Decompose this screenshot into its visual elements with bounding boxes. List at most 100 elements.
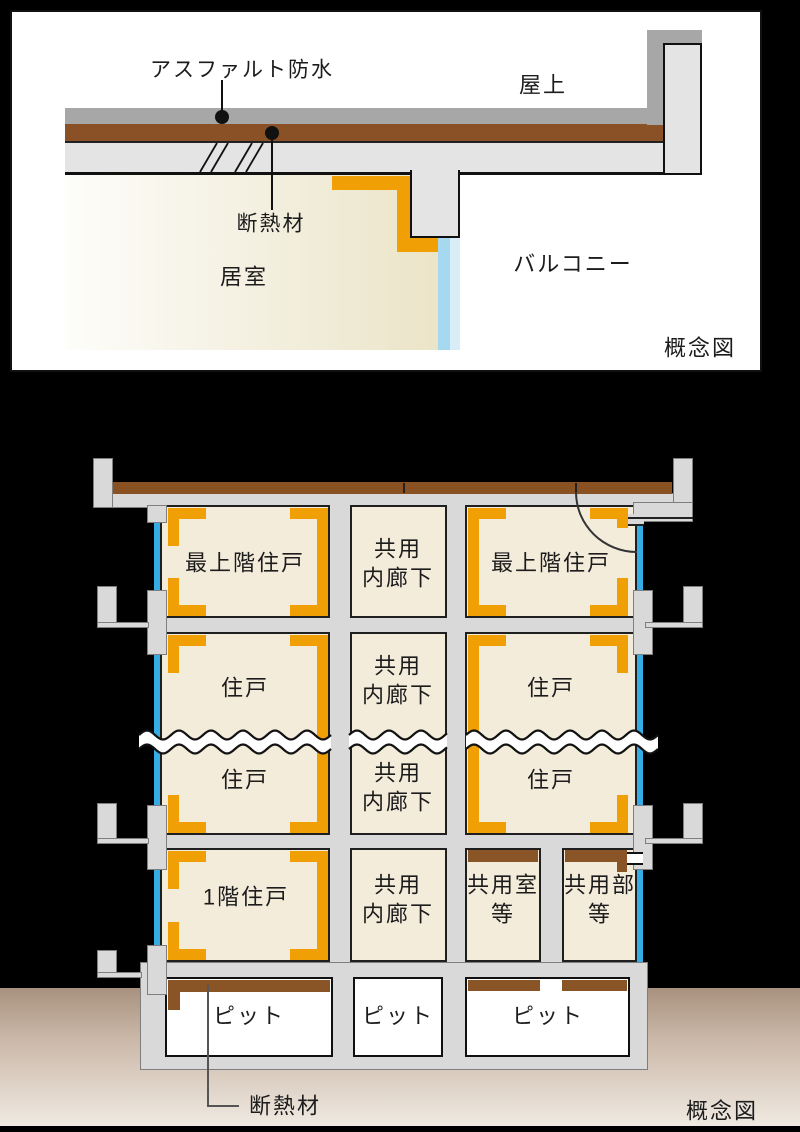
commonarea-ceiling-insulation: [565, 850, 627, 862]
commonarea-ceiling-step: [617, 860, 627, 872]
label-room-low-left: 住戸: [220, 767, 270, 793]
caption-top: 概念図: [663, 335, 737, 361]
balcony-slab-left-3: [97, 838, 149, 844]
insulation-orange: [290, 851, 328, 862]
insulation-orange: [468, 508, 506, 519]
label-pit-3: ピット: [511, 1003, 585, 1029]
label-corridor-mid-line1: 共用: [373, 653, 423, 679]
roof-surface-layer: [65, 108, 663, 125]
insulation-orange: [317, 851, 328, 960]
wall-insulation-bottom: [397, 238, 438, 252]
living-room-gradient: [65, 175, 438, 350]
label-corridor-top-line1: 共用: [373, 536, 423, 562]
insulation-orange: [468, 635, 506, 646]
label-common-room: 共用室等: [467, 871, 539, 928]
pit1-insulation-top: [168, 980, 330, 992]
wall-col-left-bottom: [147, 945, 167, 995]
exterior-blue-left: [154, 505, 160, 962]
pit1-insulation-side: [168, 992, 180, 1010]
label-corridor-first-line1: 共用: [373, 872, 423, 898]
insulation-orange: [617, 635, 628, 673]
leader-insulation-bottom-v: [207, 985, 209, 1107]
label-room-mid-left: 住戸: [220, 675, 270, 701]
insulation-orange: [168, 635, 179, 673]
insulation-orange: [317, 508, 328, 616]
insulation-orange: [590, 635, 628, 646]
label-corridor-top: 共用内廊下: [362, 535, 434, 592]
balcony-slab-right-3: [645, 838, 703, 844]
room-top-corridor: [350, 505, 447, 618]
label-corridor-mid: 共用内廊下: [362, 652, 434, 709]
insulation-orange: [290, 605, 328, 616]
label-balcony: バルコニー: [513, 251, 633, 277]
wall-finish-blue-outer: [450, 238, 460, 350]
wall-line-right-top: [628, 517, 693, 519]
insulation-orange: [317, 635, 328, 833]
wavy-break-center: [348, 729, 448, 755]
insulation-orange: [168, 851, 179, 889]
insulation-orange: [168, 635, 206, 646]
roof-slab: [65, 140, 702, 175]
insulation-bottom-line: [65, 141, 663, 143]
label-corridor-low-line1: 共用: [373, 760, 423, 786]
insulation-orange: [590, 822, 628, 833]
insulation-orange: [168, 822, 206, 833]
slab-hatch-marks: [199, 142, 264, 173]
doorway-notch-common-area: [627, 852, 643, 865]
wall-insulation-top: [332, 176, 410, 190]
insulation-orange: [168, 795, 179, 833]
room-mid-corridor: [350, 632, 447, 835]
label-room-low-right: 住戸: [526, 767, 576, 793]
parapet-body: [663, 43, 702, 173]
building-roof-insulation: [113, 482, 672, 494]
leader-insulation-top: [271, 140, 273, 210]
slab-bottom-line: [65, 172, 702, 175]
parapet-outer-strip: [647, 30, 663, 125]
insulation-orange: [168, 922, 179, 960]
label-insulation-bottom: 断熱材: [248, 1093, 322, 1119]
insulation-orange: [168, 949, 206, 960]
wall-col-left-top: [147, 505, 167, 523]
label-rooftop: 屋上: [518, 72, 568, 98]
label-corridor-mid-line2: 内廊下: [361, 682, 435, 707]
label-common-room-line1: 共用室: [466, 872, 540, 898]
insulation-orange: [617, 578, 628, 616]
insulation-orange: [468, 508, 479, 616]
balcony-slab-right-1: [645, 622, 703, 628]
caption-bottom: 概念図: [685, 1098, 759, 1124]
dot-waterproofing: [215, 110, 229, 124]
balcony-slab-left-bottom: [97, 972, 142, 978]
insulation-orange: [290, 635, 328, 646]
insulation-orange: [168, 578, 179, 616]
label-waterproofing: アスファルト防水: [150, 58, 334, 82]
commonroom-ceiling-insulation: [468, 850, 538, 862]
insulation-orange: [168, 508, 179, 546]
parapet-left: [93, 458, 113, 508]
pit3-insulation-right: [562, 980, 627, 991]
roof-insulation-layer: [65, 124, 663, 142]
insulation-orange: [468, 822, 506, 833]
roof-joint-2: [575, 483, 577, 493]
label-room-first-floor: 1階住戸: [202, 884, 290, 910]
insulation-orange: [617, 795, 628, 833]
label-corridor-low: 共用内廊下: [362, 759, 434, 816]
label-pit-1: ピット: [212, 1003, 286, 1029]
label-room-top-left: 最上階住戸: [184, 550, 306, 576]
label-insulation-top: 断熱材: [236, 212, 306, 236]
insulation-orange: [168, 851, 206, 862]
wall-finish-blue-inner: [438, 238, 450, 350]
pit3-insulation-left: [468, 980, 540, 991]
pit-2: [353, 977, 443, 1057]
wall-insulation-vert: [397, 190, 410, 252]
label-living-room: 居室: [219, 264, 269, 290]
insulation-orange: [468, 605, 506, 616]
leader-waterproofing: [221, 80, 223, 118]
label-common-room-line2: 等: [490, 901, 516, 926]
dot-insulation-top: [265, 126, 279, 140]
label-corridor-low-line2: 内廊下: [361, 789, 435, 814]
leader-insulation-bottom-h: [207, 1105, 239, 1107]
balcony-slab-left-1: [97, 622, 149, 628]
insulation-orange: [290, 822, 328, 833]
insulation-orange: [290, 949, 328, 960]
